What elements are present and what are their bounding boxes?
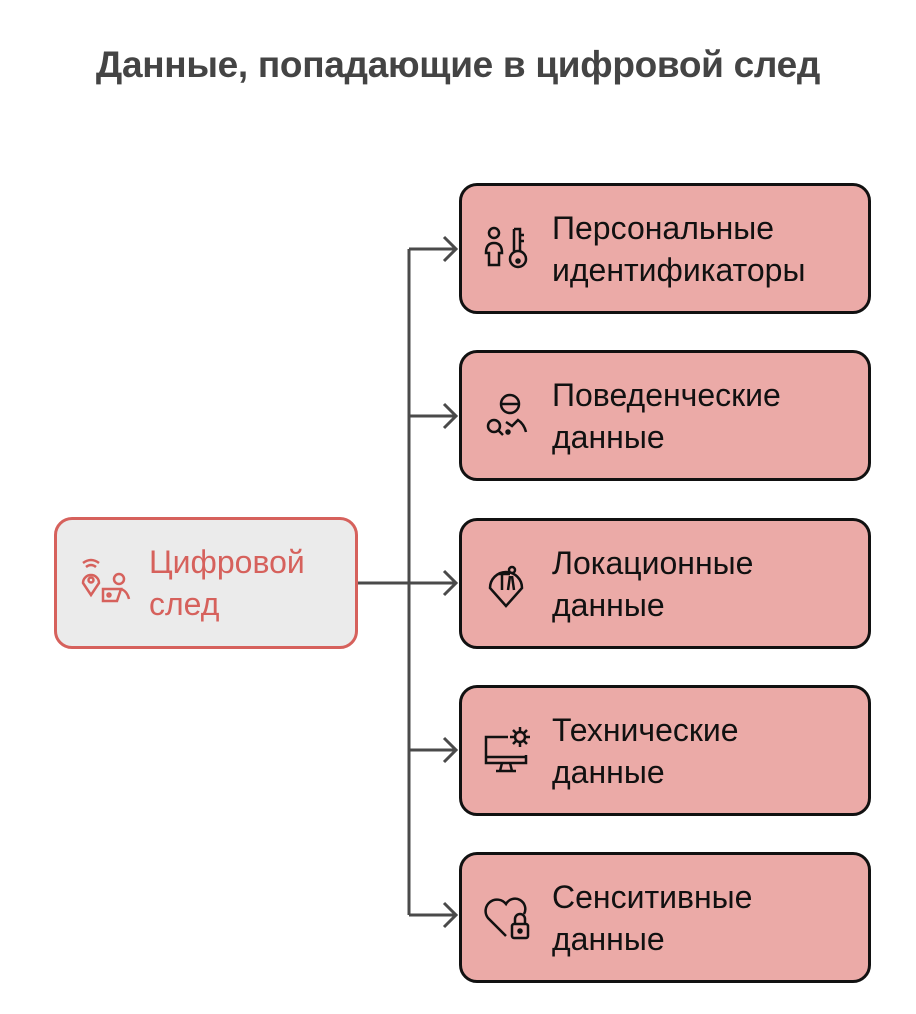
- connector-1: [409, 402, 459, 430]
- node-label-line2: данные: [552, 753, 665, 790]
- diagram-title: Данные, попадающие в цифровой след: [95, 44, 821, 85]
- node-label-line1: Технические: [552, 711, 739, 748]
- connector-3: [409, 736, 459, 764]
- node-label-line2: данные: [552, 586, 665, 623]
- root-label-line1: Цифровой: [149, 544, 305, 580]
- node-label-line1: Персональные: [552, 209, 775, 246]
- person-key-icon: [484, 226, 528, 268]
- location-person-laptop-icon: [81, 558, 131, 603]
- user-search-icon: [486, 393, 528, 436]
- node-technical-data: Технические данные: [459, 685, 871, 816]
- node-label-line1: Поведенческие: [552, 376, 781, 413]
- monitor-gear-icon: [484, 726, 530, 772]
- node-location-data: Локационные данные: [459, 518, 871, 649]
- node-behavioral-data: Поведенческие данные: [459, 350, 871, 481]
- root-label-line2: след: [149, 586, 220, 622]
- connector-0: [409, 235, 459, 263]
- root-node: Цифровой след: [54, 517, 358, 649]
- node-label-line1: Локационные: [552, 544, 754, 581]
- location-pin-person-icon: [488, 565, 524, 608]
- node-sensitive-data: Сенситивные данные: [459, 852, 871, 983]
- node-label-line2: данные: [552, 418, 665, 455]
- connector-2: [409, 569, 459, 597]
- node-label-line2: идентификаторы: [552, 251, 806, 288]
- heart-lock-icon: [484, 897, 530, 939]
- node-personal-identifiers: Персональные идентификаторы: [459, 183, 871, 314]
- node-label-line1: Сенситивные: [552, 878, 753, 915]
- node-label-line2: данные: [552, 920, 665, 957]
- connector-4: [409, 901, 459, 929]
